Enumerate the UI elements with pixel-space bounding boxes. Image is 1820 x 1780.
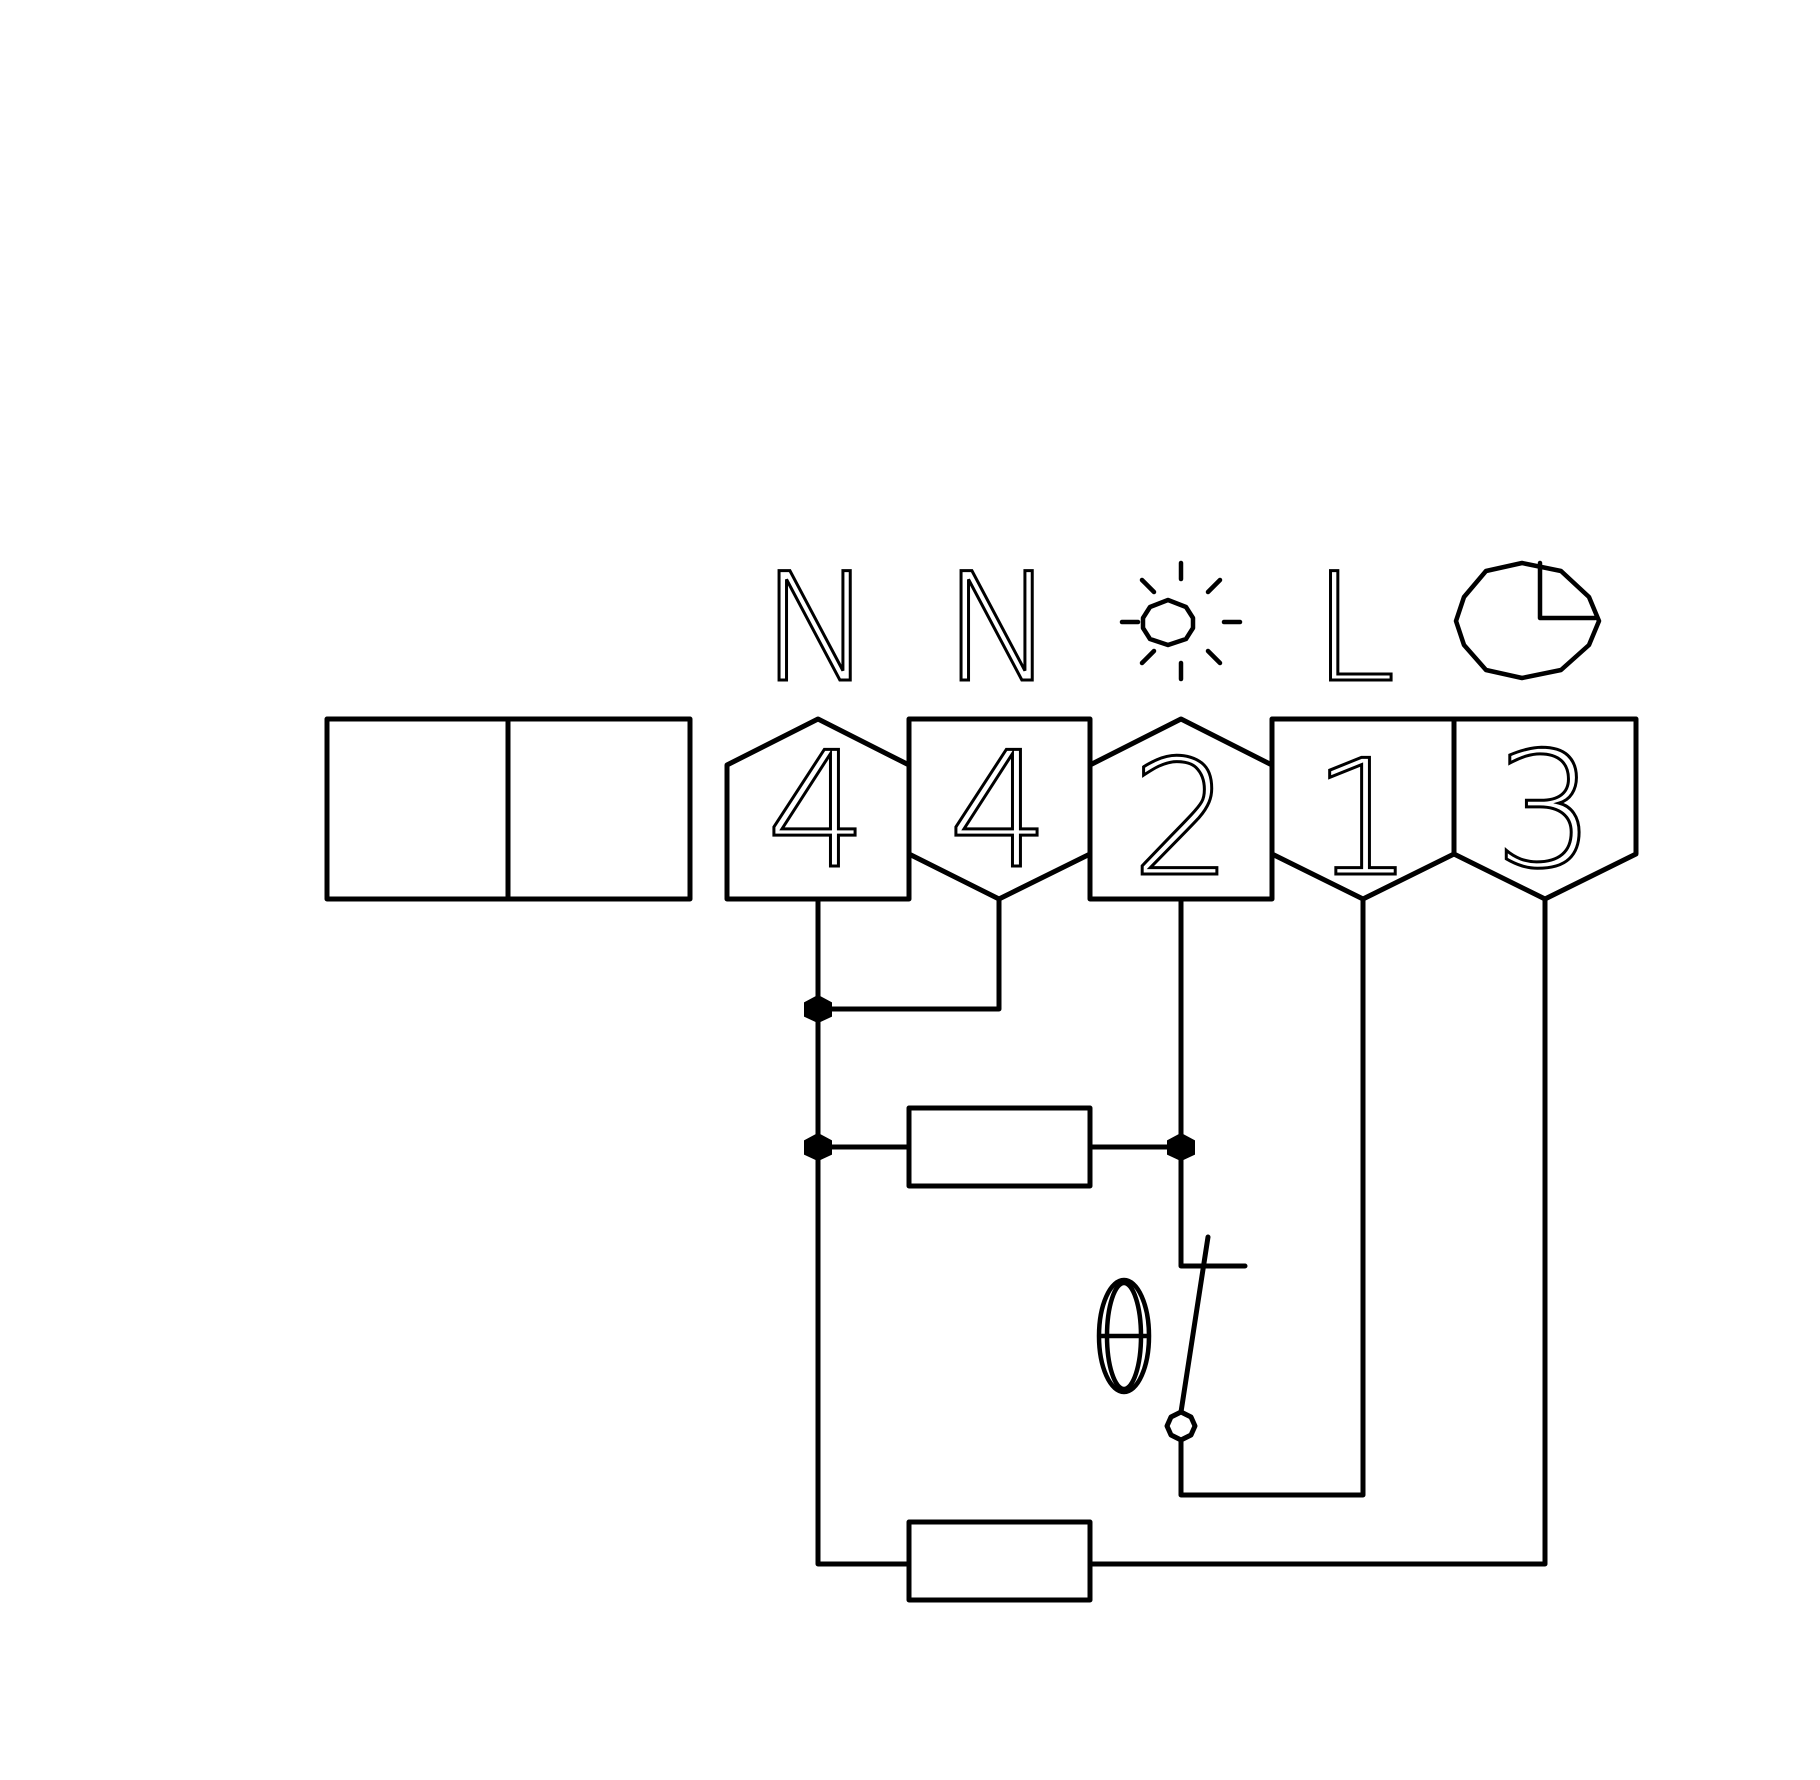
blank-terminal-block (324, 716, 693, 902)
wires (815, 896, 1548, 1567)
terminal-number-2: 2 (1131, 725, 1233, 912)
resistor-upper (906, 1105, 1093, 1189)
terminal-block (724, 716, 1639, 902)
junction-dot (1167, 1132, 1195, 1162)
terminal-3 (1451, 716, 1639, 902)
terminal-number-1: 1 (1312, 725, 1414, 912)
terminal-1 (1269, 716, 1457, 902)
label-n-1: N (761, 542, 873, 716)
terminal-4b (906, 716, 1093, 902)
junctions (804, 994, 1195, 1162)
terminal-number-4b: 4 (948, 717, 1050, 904)
clock-icon (1453, 560, 1602, 681)
thermostat-switch (1164, 1234, 1211, 1443)
label-n-2: N (943, 542, 1055, 716)
sun-lamp-icon (1119, 560, 1243, 682)
resistor-lower (906, 1519, 1093, 1603)
terminal-number-4a: 4 (766, 717, 868, 904)
thermostat-theta-icon (1096, 1277, 1152, 1395)
junction-dot (804, 994, 832, 1024)
terminal-number-3: 3 (1494, 717, 1596, 904)
junction-dot (804, 1132, 832, 1162)
terminal-numbers: 4 4 2 1 3 (765, 716, 1598, 914)
resistors (906, 1105, 1093, 1603)
terminal-labels: N N L (759, 541, 1602, 718)
label-l: L (1312, 542, 1396, 716)
